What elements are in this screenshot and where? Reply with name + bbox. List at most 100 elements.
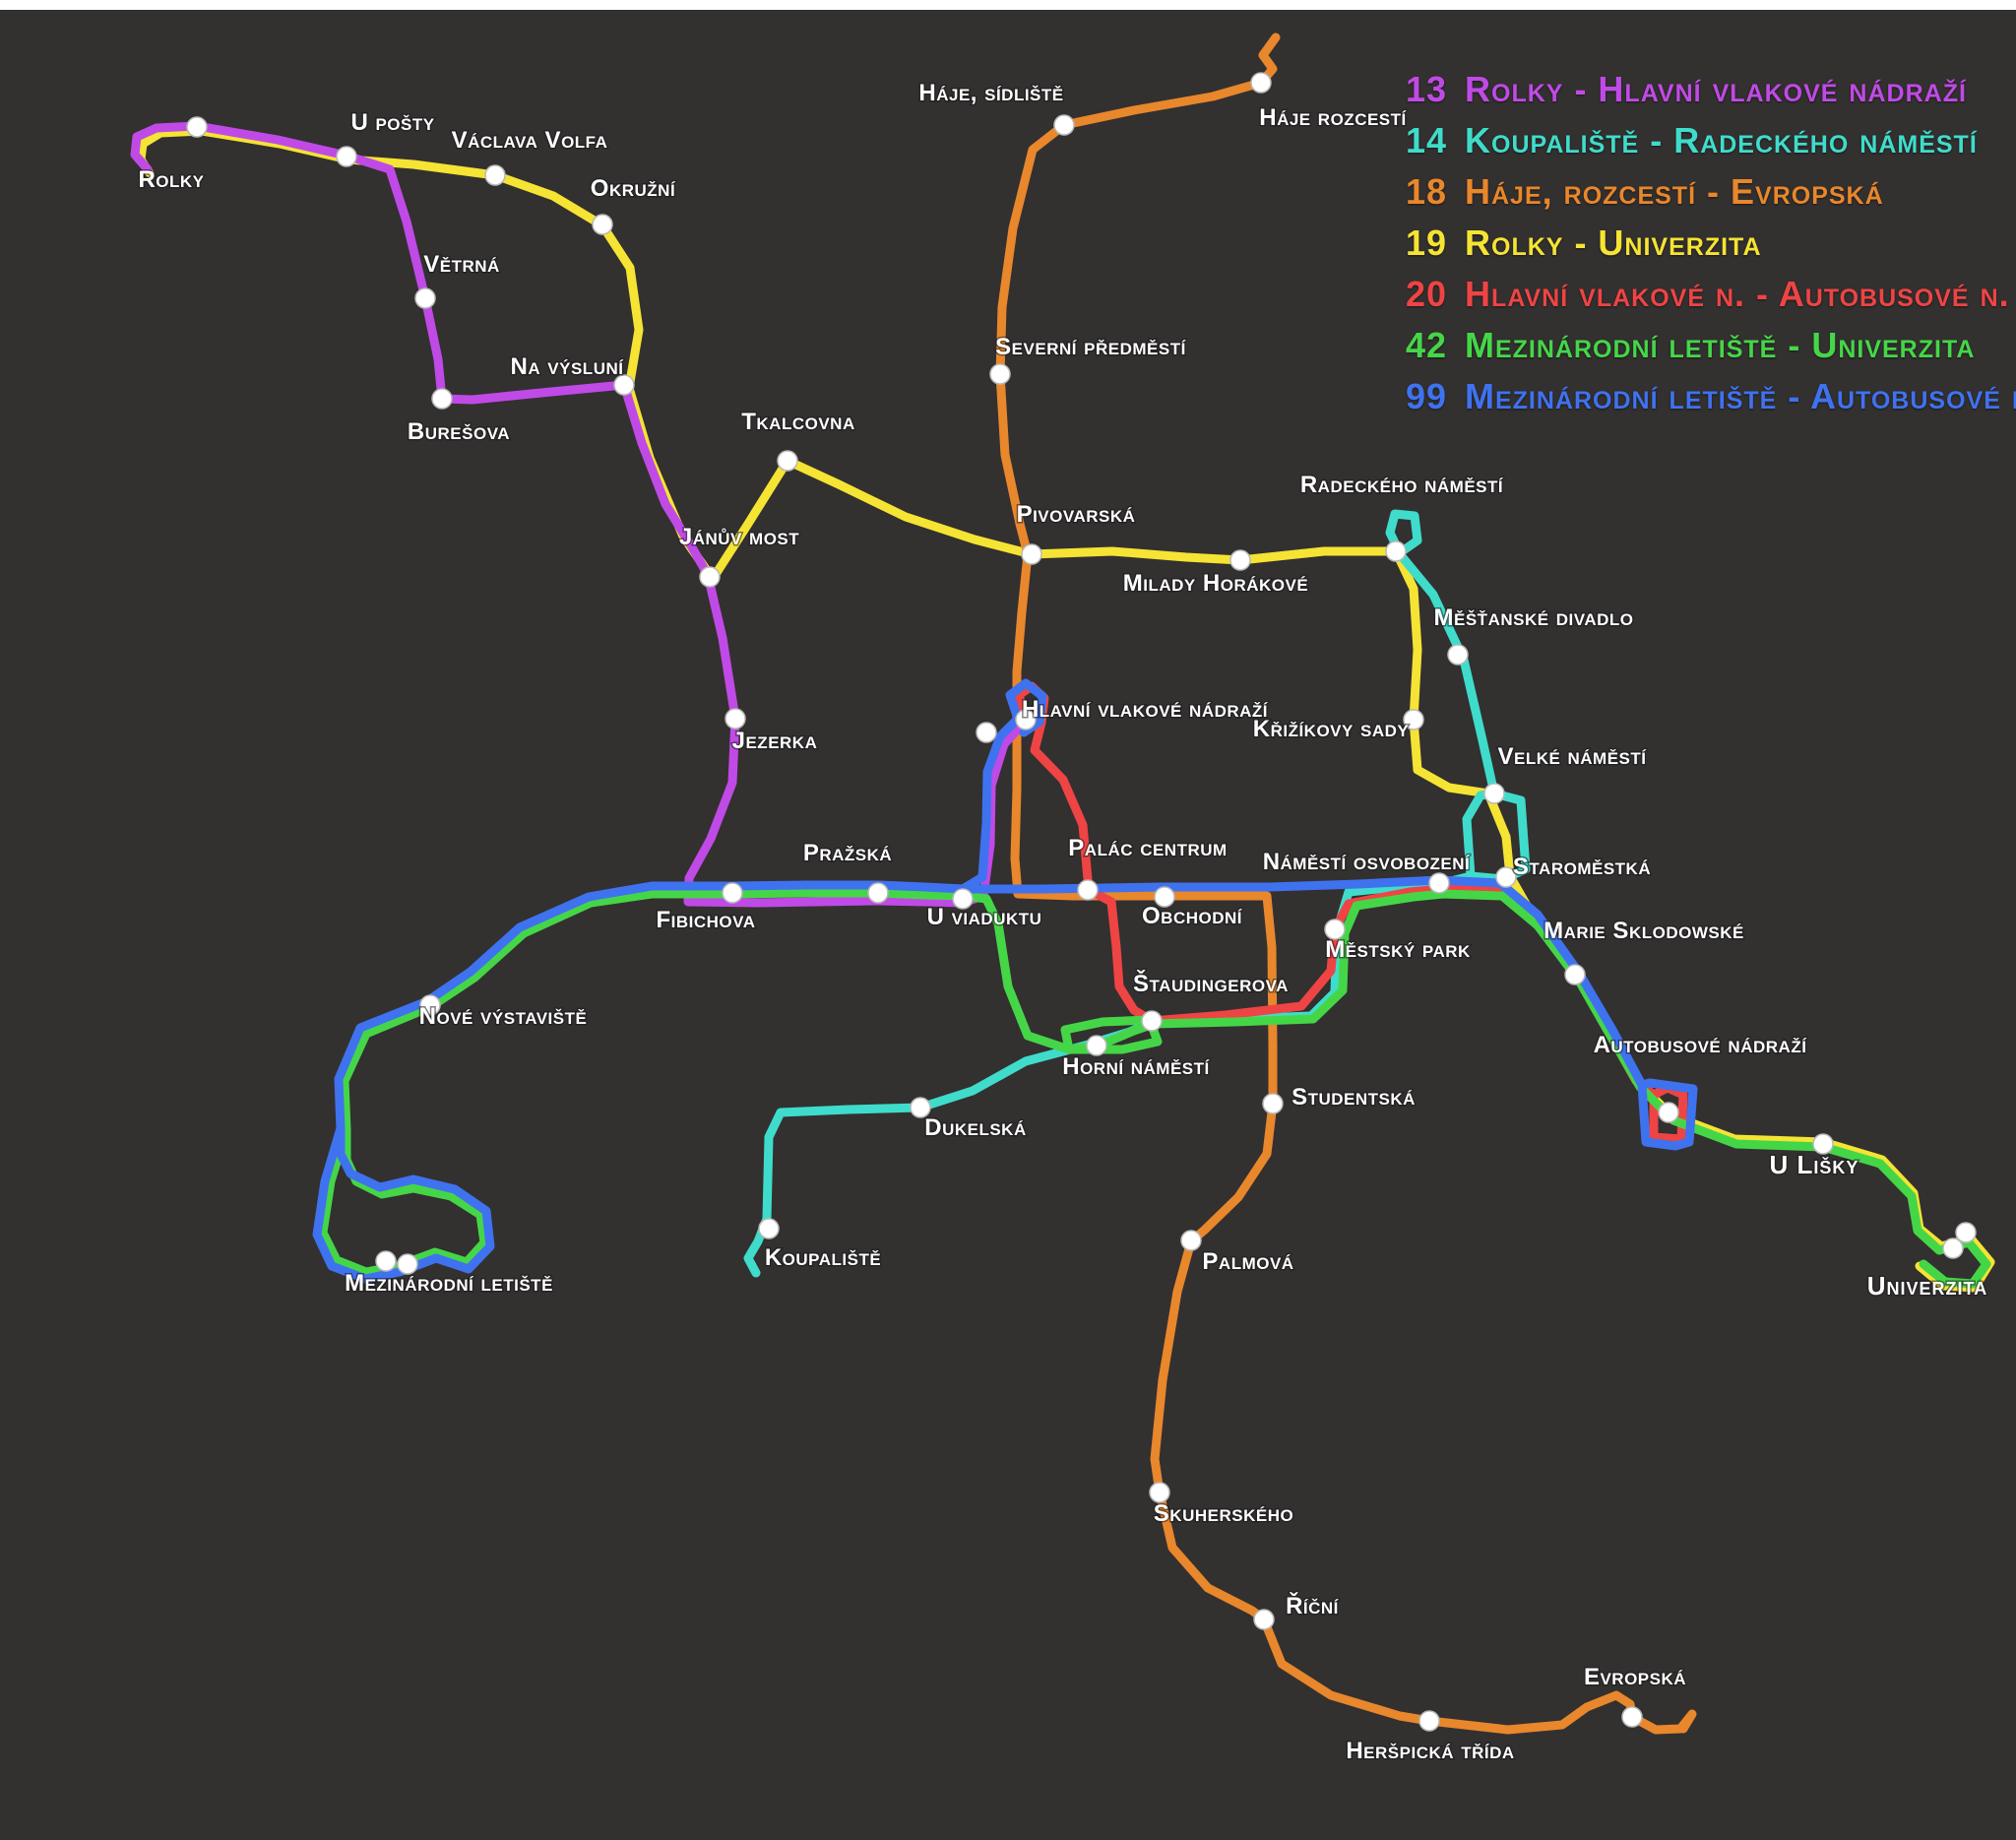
- station-dot-buresova: [431, 388, 453, 410]
- station-dot-evropska: [1621, 1706, 1643, 1728]
- station-label-januv-most: Jánův most: [679, 524, 799, 550]
- station-label-palac-centrum: Palác centrum: [1068, 835, 1227, 861]
- station-dot-tkalcovna: [777, 450, 798, 472]
- legend-item-19: 19 Rolky - Univerzita: [1390, 222, 2016, 264]
- station-dot-nove-vystaviste: [419, 994, 441, 1016]
- station-dot-u-lisky: [1812, 1133, 1834, 1155]
- station-label-jezerka: Jezerka: [732, 728, 818, 754]
- station-dot-okruzni: [592, 214, 613, 235]
- station-label-autobusove-nadrazi: Autobusové nádraží: [1594, 1032, 1808, 1058]
- station-label-mestanske-divadlo: Měšťanské divadlo: [1434, 604, 1634, 631]
- station-dot-dukelska: [910, 1097, 931, 1118]
- station-label-u-viaduktu: U viaduktu: [927, 904, 1042, 930]
- station-label-tkalcovna: Tkalcovna: [741, 409, 855, 435]
- station-label-mezinarodni-letiste: Mezinárodní letiště: [345, 1270, 553, 1297]
- station-dot-haje-sidliste: [1053, 114, 1075, 136]
- station-label-koupaliste: Koupaliště: [765, 1244, 881, 1271]
- station-dot-univerzita: [1942, 1237, 1964, 1259]
- legend-route-name: Hlavní vlakové n. - Autobusové n.: [1465, 274, 2010, 314]
- station-label-fibichova: Fibichova: [656, 907, 755, 933]
- station-dot-fibichova: [722, 882, 743, 904]
- station-label-staromestka: Staroměstká: [1513, 854, 1651, 880]
- station-label-u-posty: U pošty: [350, 109, 434, 136]
- station-label-horni-namesti: Horní náměstí: [1062, 1053, 1210, 1080]
- station-dot-prazska: [867, 882, 889, 904]
- station-label-obchodni: Obchodní: [1142, 903, 1243, 929]
- station-dot-milady-horakove: [1229, 549, 1251, 571]
- station-label-univerzita: Univerzita: [1867, 1271, 1987, 1301]
- station-dot-mestanske-divadlo: [1447, 644, 1469, 666]
- station-label-haje-rozcesti: Háje rozcestí: [1259, 104, 1407, 131]
- station-dot-radeckeho-namesti: [1385, 540, 1407, 562]
- stations-layer: [186, 72, 1977, 1732]
- station-dot-severni-predmesti: [989, 363, 1011, 385]
- legend-route-number: 13: [1405, 69, 1447, 109]
- station-dot-rolky: [186, 116, 208, 138]
- station-dot-velke-namesti: [1483, 783, 1505, 804]
- station-dot-marie-sklodowske: [1564, 964, 1586, 985]
- station-label-skuherskeho: Skuherského: [1154, 1500, 1293, 1527]
- route-42-line: [318, 888, 1991, 1289]
- station-label-velke-namesti: Velké náměstí: [1497, 743, 1647, 770]
- route-18-line: [995, 32, 1697, 1735]
- legend-route-name: Háje, rozcestí - Evropská: [1465, 171, 1884, 212]
- legend-route-number: 19: [1405, 222, 1447, 263]
- station-dot: [976, 722, 997, 743]
- station-dot-mestsky-park: [1324, 919, 1346, 940]
- station-dot-ricni: [1253, 1609, 1275, 1630]
- station-dot-vaclava-volfa: [484, 164, 506, 186]
- route-13-line: [130, 121, 1029, 908]
- station-dot-u-viaduktu: [952, 888, 974, 910]
- legend-route-number: 20: [1405, 274, 1447, 314]
- station-label-prazska: Pražská: [803, 840, 892, 866]
- station-dot-u-posty: [336, 146, 357, 167]
- station-dot-studentska: [1262, 1093, 1284, 1114]
- legend-route-number: 99: [1405, 376, 1447, 416]
- station-label-haje-sidliste: Háje, sídliště: [918, 80, 1063, 106]
- station-dot-autobusove-nadrazi: [1658, 1102, 1679, 1123]
- station-label-buresova: Burešova: [408, 418, 510, 445]
- station-label-radeckeho-namesti: Radeckého náměstí: [1300, 472, 1504, 498]
- legend-route-name: Rolky - Hlavní vlakové nádraží: [1465, 69, 1967, 109]
- station-label-herspicka-trida: Heršpická třída: [1346, 1738, 1514, 1764]
- station-label-milady-horakove: Milady Horákové: [1123, 570, 1308, 597]
- legend-route-name: Koupaliště - Radeckého náměstí: [1465, 120, 1978, 160]
- station-dot-haje-rozcesti: [1250, 72, 1272, 94]
- station-dot-obchodni: [1154, 886, 1175, 908]
- legend-item-14: 14 Koupaliště - Radeckého náměstí: [1390, 120, 2016, 161]
- station-label-dukelska: Dukelská: [924, 1114, 1027, 1141]
- legend-route-name: Mezinárodní letiště - Univerzita: [1465, 325, 1976, 365]
- station-label-evropska: Evropská: [1584, 1664, 1686, 1690]
- station-label-hlavni-vlakove-nadrazi: Hlavní vlakové nádraží: [1022, 696, 1269, 723]
- station-label-staudingerova: Štaudingerova: [1133, 970, 1289, 997]
- station-dot-na-vysluni: [613, 374, 635, 396]
- station-label-okruzni: Okružní: [591, 175, 676, 202]
- station-label-namesti-osvobozeni: Náměstí osvobození: [1263, 849, 1471, 875]
- station-dot-herspicka-trida: [1418, 1710, 1440, 1732]
- legend-route-number: 14: [1405, 120, 1447, 160]
- route-99-line: [312, 875, 1698, 1284]
- station-label-palmova: Palmová: [1202, 1248, 1293, 1275]
- station-dot-hlavni-vlakove-nadrazi: [1015, 709, 1037, 730]
- station-label-krizikovy-sady: Křižíkovy sady: [1253, 716, 1410, 742]
- station-dot-namesti-osvobozeni: [1428, 872, 1450, 894]
- station-dot-jezerka: [724, 708, 746, 730]
- route-19-line: [136, 126, 1995, 1293]
- station-dot-staudingerova: [1141, 1010, 1163, 1032]
- station-dot-vetrna: [414, 287, 436, 309]
- station-label-nove-vystaviste: Nové výstaviště: [419, 1003, 588, 1030]
- station-dot-palmova: [1180, 1230, 1202, 1251]
- legend-route-name: Rolky - Univerzita: [1465, 222, 1762, 263]
- station-dot-horni-namesti: [1086, 1035, 1107, 1056]
- station-label-rolky: Rolky: [138, 166, 204, 193]
- station-dot-krizikovy-sady: [1403, 709, 1424, 730]
- station-label-ricni: Říční: [1286, 1592, 1340, 1619]
- route-14-line-loop: [1466, 789, 1531, 884]
- station-dot: [1955, 1222, 1977, 1243]
- station-dot-pivovarska: [1021, 543, 1042, 565]
- routes-layer: [130, 32, 1995, 1735]
